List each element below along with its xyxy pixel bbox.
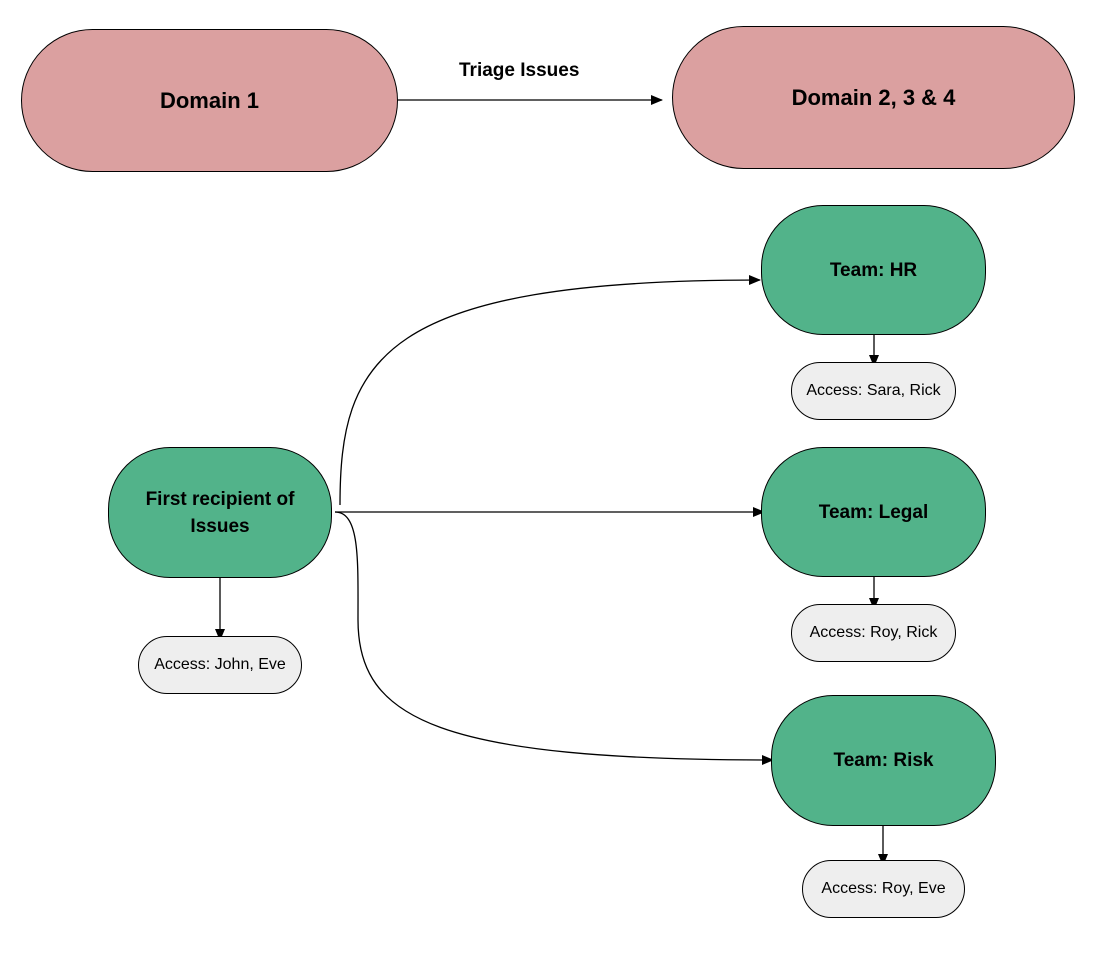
team-hr-access: Access: Sara, Rick	[791, 362, 956, 420]
first-recipient-node: First recipient of Issues	[108, 447, 332, 578]
first-recipient-access-label: Access: John, Eve	[154, 656, 286, 673]
team-hr-access-label: Access: Sara, Rick	[806, 382, 941, 399]
team-risk-access-label: Access: Roy, Eve	[821, 880, 946, 897]
domain-1-node: Domain 1	[21, 29, 398, 172]
triage-issues-label: Triage Issues	[459, 60, 580, 81]
team-risk-node: Team: Risk	[771, 695, 996, 826]
domain-2-3-4-label: Domain 2, 3 & 4	[791, 84, 956, 110]
team-legal-label: Team: Legal	[818, 501, 929, 523]
domain-2-3-4-node: Domain 2, 3 & 4	[672, 26, 1075, 169]
team-hr-node: Team: HR	[761, 205, 986, 335]
team-legal-node: Team: Legal	[761, 447, 986, 577]
first-recipient-label: First recipient of Issues	[145, 488, 295, 537]
team-legal-access-label: Access: Roy, Rick	[809, 624, 938, 641]
first-recipient-access: Access: John, Eve	[138, 636, 302, 694]
team-risk-access: Access: Roy, Eve	[802, 860, 965, 918]
domain-1-label: Domain 1	[159, 87, 260, 113]
edge-first-recipient-to-risk	[334, 511, 774, 765]
edge-first-recipient-to-hr	[339, 275, 761, 506]
team-legal-access: Access: Roy, Rick	[791, 604, 956, 662]
team-hr-label: Team: HR	[829, 259, 918, 281]
team-risk-label: Team: Risk	[833, 750, 934, 771]
